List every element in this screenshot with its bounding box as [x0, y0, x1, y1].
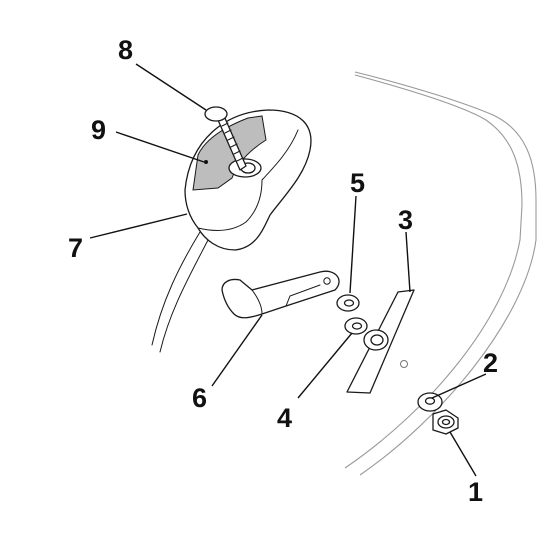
callout-4: 4 [277, 403, 292, 433]
callout-8: 8 [118, 35, 133, 65]
control-cable [151, 231, 209, 353]
lever [221, 270, 340, 319]
callout-3: 3 [398, 205, 413, 235]
deck-outline [344, 71, 537, 476]
callout-5: 5 [350, 168, 365, 198]
control-housing [184, 109, 312, 251]
bolt [204, 106, 247, 171]
callout-6: 6 [192, 383, 207, 413]
spacer [344, 317, 368, 335]
callout-2: 2 [483, 348, 498, 378]
callout-1: 1 [468, 477, 483, 507]
callout-9: 9 [91, 115, 106, 145]
leader-lines [89, 63, 487, 477]
washer [417, 392, 443, 412]
washer-small [336, 294, 360, 312]
nut [432, 409, 459, 435]
callout-7: 7 [68, 233, 83, 263]
mounting-plate [346, 289, 415, 394]
